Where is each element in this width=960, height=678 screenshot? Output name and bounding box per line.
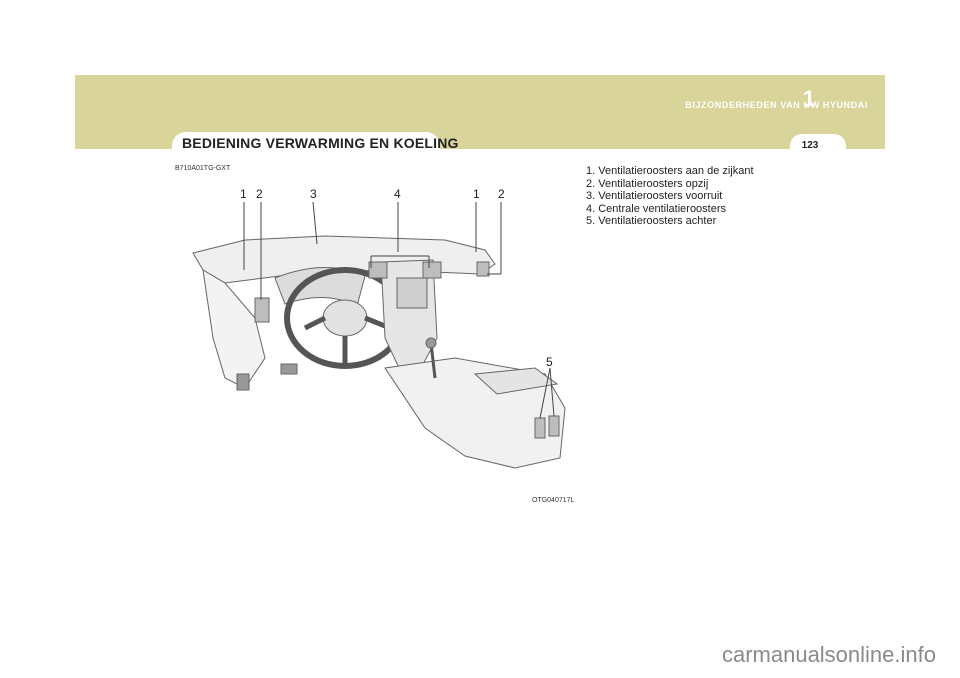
callout-1-left: 1 — [240, 187, 247, 201]
chapter-number: 1 — [802, 86, 816, 111]
callout-2-right: 2 — [498, 187, 505, 201]
page-number: 123 — [801, 140, 819, 151]
callout-4: 4 — [394, 187, 401, 201]
dashboard-illustration — [192, 201, 566, 469]
callout-5: 5 — [546, 355, 553, 369]
callout-2-left: 2 — [256, 187, 263, 201]
legend-item: 1. Ventilatieroosters aan de zijkant — [586, 165, 754, 177]
section-title-tab — [172, 132, 440, 156]
figure-code: OTG040717L — [532, 497, 575, 504]
section-title: BEDIENING VERWARMING EN KOELING — [182, 135, 459, 151]
callout-1-right: 1 — [473, 187, 480, 201]
page-number-tab — [790, 134, 846, 158]
reference-code: B710A01TG-GXT — [175, 165, 231, 172]
legend-item: 3. Ventilatieroosters voorruit — [586, 190, 723, 202]
chapter-label: BIJZONDERHEDEN VAN UW HYUNDAI — [685, 100, 868, 110]
legend-item: 2. Ventilatieroosters opzij — [586, 177, 709, 190]
legend-item: 5. Ventilatieroosters achter — [586, 215, 717, 227]
legend-list: 1. Ventilatieroosters aan de zijkant 2. … — [586, 165, 754, 228]
legend-item: 4. Centrale ventilatieroosters — [586, 202, 727, 215]
watermark: carmanualsonline.info — [721, 642, 936, 667]
callout-3: 3 — [310, 187, 317, 201]
